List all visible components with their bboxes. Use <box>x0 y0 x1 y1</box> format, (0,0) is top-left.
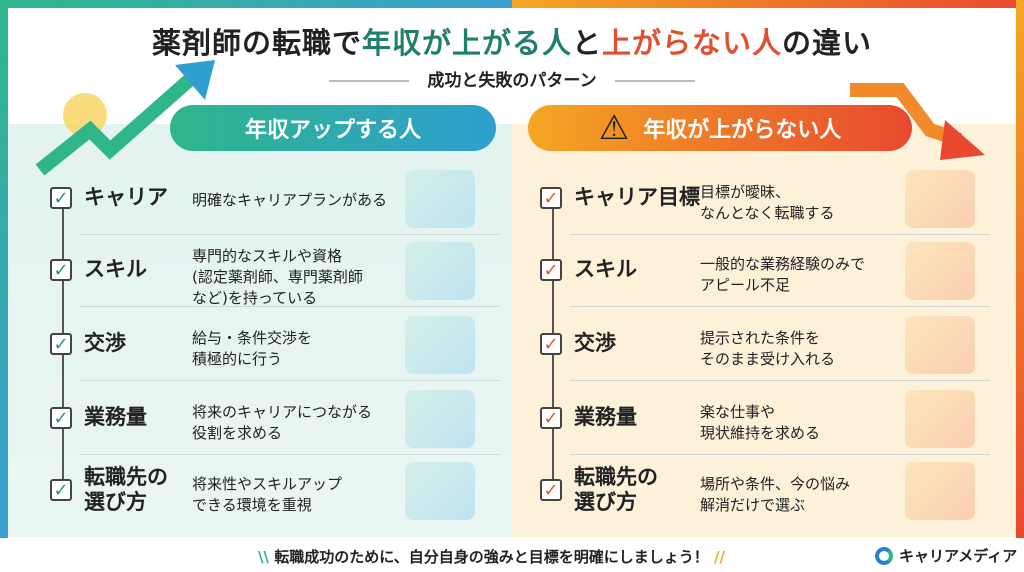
success-banner: 年収アップする人 <box>170 105 496 151</box>
falling-arrow-icon <box>850 83 985 160</box>
checkbox-icon: ✓ <box>50 407 72 429</box>
row-label: 転職先の 選び方 <box>84 464 168 514</box>
row-label: スキル <box>574 257 637 282</box>
row-divider <box>570 306 990 307</box>
left-row-4: ✓ 業務量 <box>50 388 147 448</box>
failure-banner: ⚠ 年収が上がらない人 <box>528 105 912 151</box>
footer: \\ 転職成功のために、自分自身の強みと目標を明確にしましょう！ // キャリア… <box>0 538 1024 572</box>
row-divider <box>80 454 500 455</box>
checkbox-icon: ✓ <box>540 407 562 429</box>
row-divider <box>80 380 500 381</box>
pharmacist-illustration <box>905 170 975 228</box>
title-suffix: の違い <box>782 26 873 60</box>
checkbox-icon: ✓ <box>540 259 562 281</box>
row-label: 業務量 <box>84 405 147 430</box>
slash-decoration-icon: \\ <box>258 548 275 566</box>
row-label: 転職先の 選び方 <box>574 464 658 514</box>
left-row-1: ✓ キャリア <box>50 168 168 228</box>
row-description: 将来性やスキルアップ できる環境を重視 <box>192 475 343 514</box>
title-green: 年収が上がる人 <box>361 26 572 60</box>
brand-logo: キャリアメディア <box>875 545 1017 566</box>
row-description: 給与・条件交渉を 積極的に行う <box>192 329 313 368</box>
pharmacist-illustration <box>405 242 475 300</box>
row-label: キャリア目標 <box>574 185 700 210</box>
checkbox-icon: ✓ <box>540 187 562 209</box>
success-heading: 年収アップする人 <box>244 118 421 143</box>
row-divider <box>570 234 990 235</box>
rising-arrow-icon <box>35 60 215 176</box>
right-row-4: ✓ 業務量 <box>540 388 637 448</box>
failure-heading: 年収が上がらない人 <box>643 118 842 143</box>
frame-right <box>1016 0 1024 538</box>
row-description: 将来のキャリアにつながる 役割を求める <box>192 403 373 442</box>
row-divider <box>570 454 990 455</box>
checkbox-icon: ✓ <box>50 259 72 281</box>
right-row-2: ✓ スキル <box>540 240 637 300</box>
pharmacist-illustration <box>405 170 475 228</box>
checkbox-icon: ✓ <box>540 333 562 355</box>
logo-text: キャリアメディア <box>899 547 1018 565</box>
pharmacist-illustration <box>405 390 475 448</box>
row-description: 場所や条件、今の悩み 解消だけで選ぶ <box>700 475 851 514</box>
pharmacist-illustration <box>905 316 975 374</box>
pharmacist-illustration <box>405 316 475 374</box>
checkbox-icon: ✓ <box>50 187 72 209</box>
right-row-5: ✓ 転職先の 選び方 <box>540 460 658 520</box>
row-description: 楽な仕事や 現状維持を求める <box>700 403 821 442</box>
row-label: スキル <box>84 257 147 282</box>
left-row-5: ✓ 転職先の 選び方 <box>50 460 168 520</box>
left-row-2: ✓ スキル <box>50 240 147 300</box>
row-description: 専門的なスキルや資格 (認定薬剤師、専門薬剤師 など)を持っている <box>192 247 363 307</box>
footer-message: \\ 転職成功のために、自分自身の強みと目標を明確にしましょう！ // <box>258 546 725 567</box>
row-description: 提示された条件を そのまま受け入れる <box>700 329 836 368</box>
row-description: 目標が曖昧、 なんとなく転職する <box>700 183 835 222</box>
right-row-1: ✓ キャリア目標 <box>540 168 700 228</box>
logo-icon <box>875 546 893 565</box>
row-label: 交渉 <box>574 331 616 356</box>
pharmacist-illustration <box>905 462 975 520</box>
left-row-3: ✓ 交渉 <box>50 314 126 374</box>
row-label: 交渉 <box>84 331 126 356</box>
row-description: 明確なキャリアプランがある <box>192 191 388 209</box>
row-divider <box>80 306 500 307</box>
row-divider <box>80 234 500 235</box>
footer-message-text: 転職成功のために、自分自身の強みと目標を明確にしましょう！ <box>274 548 709 566</box>
title-red: 上がらない人 <box>602 26 783 60</box>
pharmacist-illustration <box>405 462 475 520</box>
checkbox-icon: ✓ <box>50 479 72 501</box>
page-title: 薬剤師の転職で年収が上がる人と上がらない人の違い <box>0 20 1024 62</box>
checkbox-icon: ✓ <box>50 333 72 355</box>
right-row-3: ✓ 交渉 <box>540 314 616 374</box>
pharmacist-illustration <box>905 390 975 448</box>
frame-top <box>0 0 1024 8</box>
checkbox-icon: ✓ <box>540 479 562 501</box>
row-divider <box>570 380 990 381</box>
pharmacist-illustration <box>905 242 975 300</box>
title-prefix: 薬剤師の転職で <box>151 26 362 60</box>
row-label: 業務量 <box>574 405 637 430</box>
subtitle: 成功と失敗のパターン <box>0 66 1024 91</box>
slash-decoration-icon: // <box>708 548 725 566</box>
title-mid: と <box>571 26 602 60</box>
row-label: キャリア <box>84 185 168 210</box>
row-description: 一般的な業務経験のみで アピール不足 <box>700 255 866 294</box>
warning-icon: ⚠ <box>598 108 630 148</box>
frame-left <box>0 0 8 538</box>
